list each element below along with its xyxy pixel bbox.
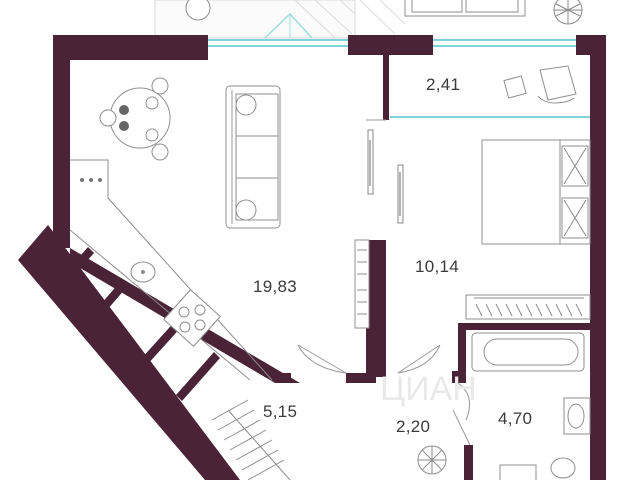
plant-icon [553,0,583,25]
bedroom-wardrobe-icon [465,294,591,320]
coat-rack-icon [417,445,447,475]
bathtub-icon [471,332,585,372]
area-label-bathroom: 4,70 [498,409,532,428]
stove-icon [163,289,221,347]
sink-icon [130,261,156,283]
area-label-loggia: 2,41 [426,75,460,94]
area-label-hallway: 2,20 [396,417,430,436]
dining-table-icon [99,77,171,161]
area-label-bedroom: 10,14 [415,257,459,276]
side-table-icon [503,75,527,99]
toilet-icon [550,457,576,479]
loggia-furniture [503,65,577,104]
bedroom-tv-icon [397,164,404,224]
washbasin-icon [563,397,591,435]
bed-icon [481,139,591,245]
wardrobe-icon [354,239,370,329]
windows [208,39,590,118]
terrace-door-icon [264,12,313,39]
doors [297,119,471,421]
watermark: ЦИАН [380,370,477,408]
kitchen-counter [69,159,273,381]
balcony-stairs-icon [211,399,291,480]
area-label-living-kitchen: 19,83 [253,277,297,296]
washing-machine-icon [499,464,537,480]
tv-icon [367,129,374,195]
outdoor-terrace [154,0,583,39]
armchair-icon [539,65,577,101]
terrace-chair-icon [185,0,211,21]
entry-door-icon [452,409,471,446]
area-label-balcony: 5,15 [263,402,297,421]
sofa-icon [225,85,281,229]
